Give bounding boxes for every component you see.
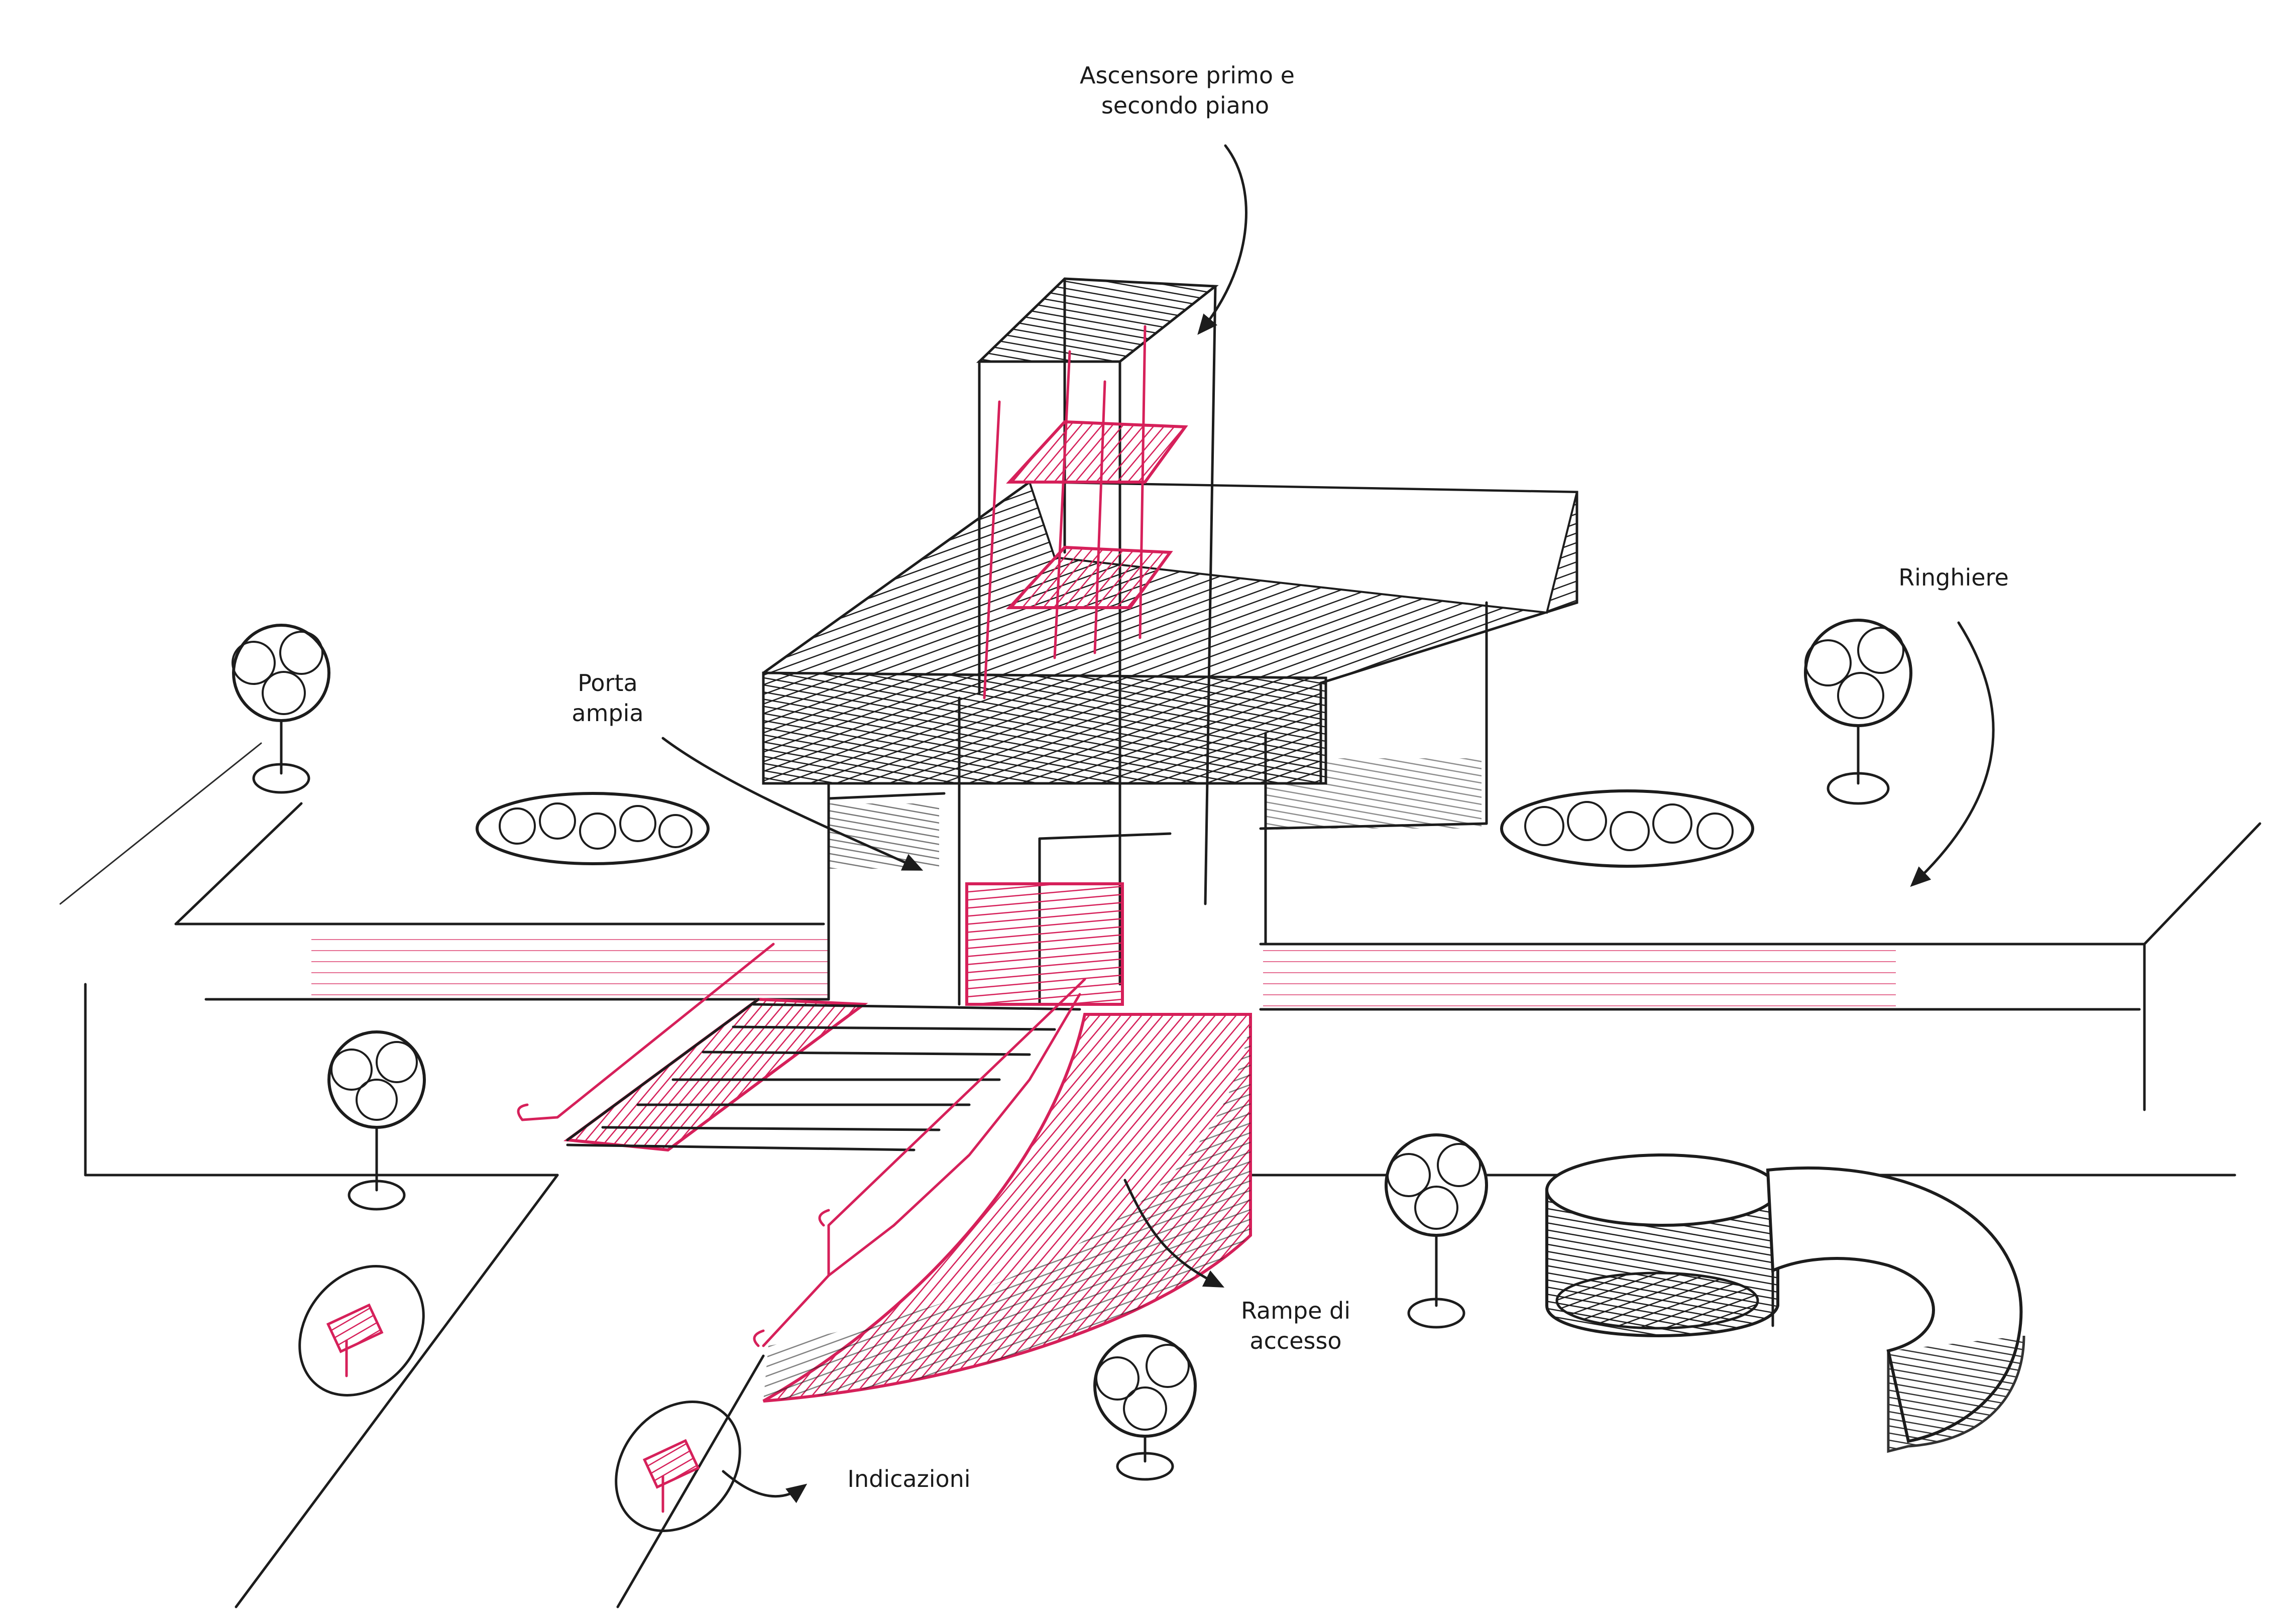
tree-icon <box>232 624 330 794</box>
curved-bench <box>1545 1153 2025 1453</box>
railings-callout-arrow <box>1910 621 1995 887</box>
signs-callout-arrow <box>722 1470 808 1503</box>
railing-band-right <box>1263 947 1896 1007</box>
elevator-shaft <box>958 277 1219 1006</box>
ramps-label: Rampe di accesso <box>1230 1296 1361 1356</box>
ramps-label-line1: Rampe di <box>1240 1297 1351 1324</box>
entrance-door <box>965 882 1124 1006</box>
elevator-platform-upper <box>1006 420 1188 484</box>
tree-icon <box>1093 1334 1197 1481</box>
tree-icon <box>1804 619 1912 805</box>
railing-band-left <box>311 932 829 997</box>
access-ramp <box>753 978 1252 1403</box>
stairs <box>517 943 1081 1152</box>
elevator-label-line1: Ascensore primo e <box>1080 62 1295 89</box>
door-label-line2: ampia <box>572 700 644 727</box>
elevator-label-line2: secondo piano <box>1101 92 1270 119</box>
door-label: Porta ampia <box>562 668 653 728</box>
door-label-line1: Porta <box>578 669 638 697</box>
building <box>762 481 1578 1006</box>
shrub-icon <box>476 792 710 865</box>
railings-label: Ringhiere <box>1888 562 2019 593</box>
shrub-icon <box>1500 789 1754 868</box>
railings-label-text: Ringhiere <box>1898 564 2009 591</box>
elevator-callout-arrow <box>1197 144 1247 335</box>
sign-icon <box>615 1401 741 1532</box>
elevator-label: Ascensore primo e secondo piano <box>1080 60 1295 121</box>
signs-label: Indicazioni <box>834 1464 984 1494</box>
elevator-platform-lower <box>1006 545 1173 609</box>
tree-icon <box>1385 1133 1488 1329</box>
door-callout-arrow <box>661 737 924 871</box>
ramps-callout-arrow <box>1123 1179 1225 1288</box>
sign-icon <box>298 1265 425 1397</box>
signs-label-text: Indicazioni <box>847 1465 971 1492</box>
tree-icon <box>327 1030 426 1211</box>
ramps-label-line2: accesso <box>1249 1327 1342 1354</box>
